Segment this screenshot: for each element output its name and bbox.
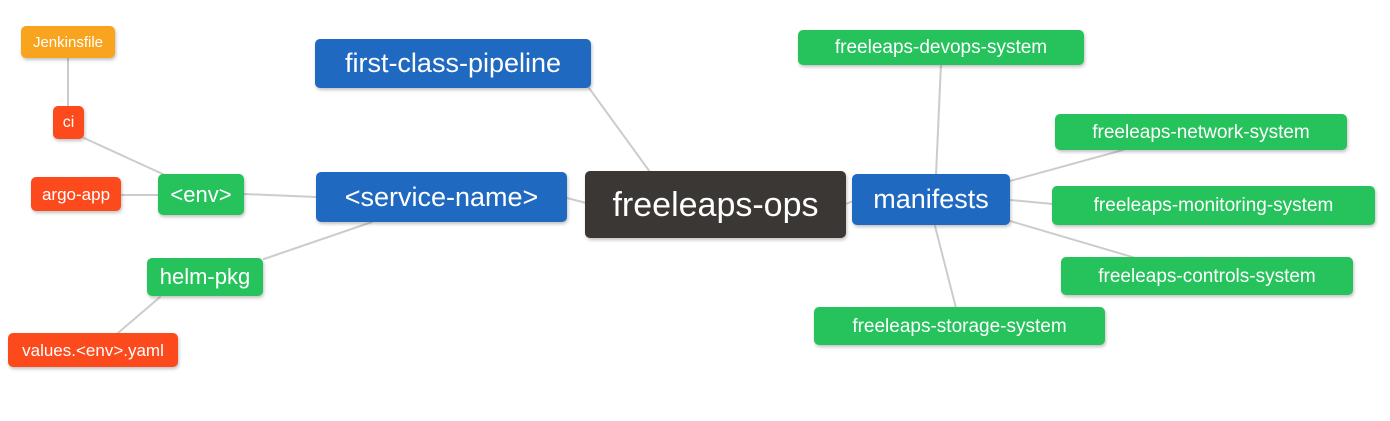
edge-values-env-yaml-helm-pkg [117, 296, 161, 334]
node-helm-pkg[interactable]: helm-pkg [147, 258, 263, 296]
edge-service-name-freeleaps-ops [566, 197, 587, 204]
node-env[interactable]: <env> [158, 174, 244, 215]
node-manifests[interactable]: manifests [852, 174, 1010, 225]
node-service-name[interactable]: <service-name> [316, 172, 567, 222]
edge-ci-env [83, 137, 168, 177]
edge-manifests-freeleaps-devops-system [935, 63, 942, 176]
edge-helm-pkg-service-name [263, 221, 373, 260]
edge-freeleaps-ops-manifests [845, 200, 854, 205]
edge-manifests-freeleaps-network-system [1009, 149, 1124, 182]
edge-first-class-pipeline-freeleaps-ops [588, 87, 651, 173]
edge-manifests-freeleaps-monitoring-system [1009, 199, 1054, 205]
node-first-class-pipeline[interactable]: first-class-pipeline [315, 39, 591, 88]
node-freeleaps-ops[interactable]: freeleaps-ops [585, 171, 846, 238]
edge-manifests-freeleaps-storage-system [934, 225, 957, 309]
node-ci[interactable]: ci [53, 106, 84, 139]
node-freeleaps-devops-system[interactable]: freeleaps-devops-system [798, 30, 1084, 65]
node-freeleaps-storage-system[interactable]: freeleaps-storage-system [814, 307, 1105, 345]
node-freeleaps-network-system[interactable]: freeleaps-network-system [1055, 114, 1347, 150]
node-values-env-yaml[interactable]: values.<env>.yaml [8, 333, 178, 367]
node-freeleaps-monitoring-system[interactable]: freeleaps-monitoring-system [1052, 186, 1375, 225]
node-freeleaps-controls-system[interactable]: freeleaps-controls-system [1061, 257, 1353, 295]
node-jenkinsfile[interactable]: Jenkinsfile [21, 26, 115, 58]
edge-env-service-name [243, 193, 317, 198]
edge-manifests-freeleaps-controls-system [1009, 220, 1140, 260]
node-argo-app[interactable]: argo-app [31, 177, 121, 211]
